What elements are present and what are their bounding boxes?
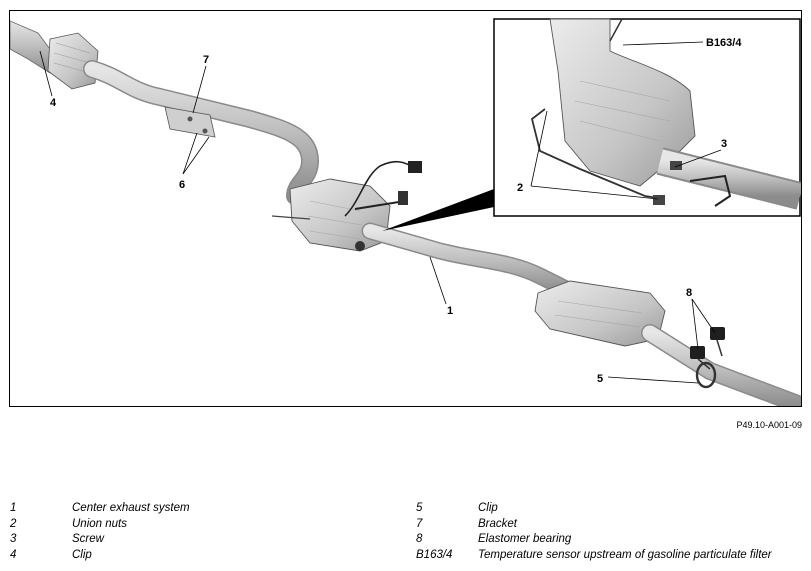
callout-6: 6	[179, 179, 185, 191]
callout-4: 4	[50, 97, 57, 109]
legend-number: 3	[10, 533, 17, 545]
legend-description: Center exhaust system	[72, 502, 190, 514]
callout-3: 3	[721, 138, 727, 150]
callout-8: 8	[686, 287, 692, 299]
legend-number: B163/4	[416, 548, 453, 561]
leader-lines	[39, 50, 716, 384]
legend-number: 7	[416, 517, 423, 530]
callout-1: 1	[447, 305, 453, 317]
figure-id: P49.10-A001-09	[736, 420, 802, 430]
sensor-connector	[408, 161, 422, 173]
legend-description: Clip	[478, 502, 498, 514]
inset-leader-lines	[530, 41, 722, 200]
legend-description: Union nuts	[72, 517, 127, 530]
legend-number: 5	[416, 502, 423, 514]
elastomer-bearings	[690, 327, 725, 370]
legend-number: 8	[416, 533, 423, 545]
bracket	[164, 106, 216, 138]
legend-description: Bracket	[478, 517, 517, 530]
callout-b163-4: B163/4	[706, 37, 742, 49]
callout-2: 2	[517, 182, 523, 194]
callout-5: 5	[597, 373, 603, 385]
callout-7: 7	[203, 54, 209, 66]
legend-number: 2	[10, 517, 17, 530]
legend-number: 4	[10, 548, 17, 561]
rear-clip	[695, 361, 717, 389]
inset-pointer	[382, 189, 494, 231]
catalytic-converter	[10, 20, 99, 90]
exhaust-diagram-frame: 4 7 6 1 5 8 B163/4 2 3	[9, 10, 802, 407]
legend-description: Temperature sensor upstream of gasoline …	[478, 548, 772, 561]
legend-number: 1	[10, 502, 17, 514]
legend-description: Screw	[72, 533, 104, 545]
detail-inset	[493, 18, 801, 217]
legend-description: Elastomer bearing	[478, 533, 572, 545]
legend-description: Clip	[72, 548, 92, 561]
sensor-wiring	[344, 160, 416, 217]
exhaust-system-illustration: 4 7 6 1 5 8 B163/4 2 3	[10, 18, 801, 406]
